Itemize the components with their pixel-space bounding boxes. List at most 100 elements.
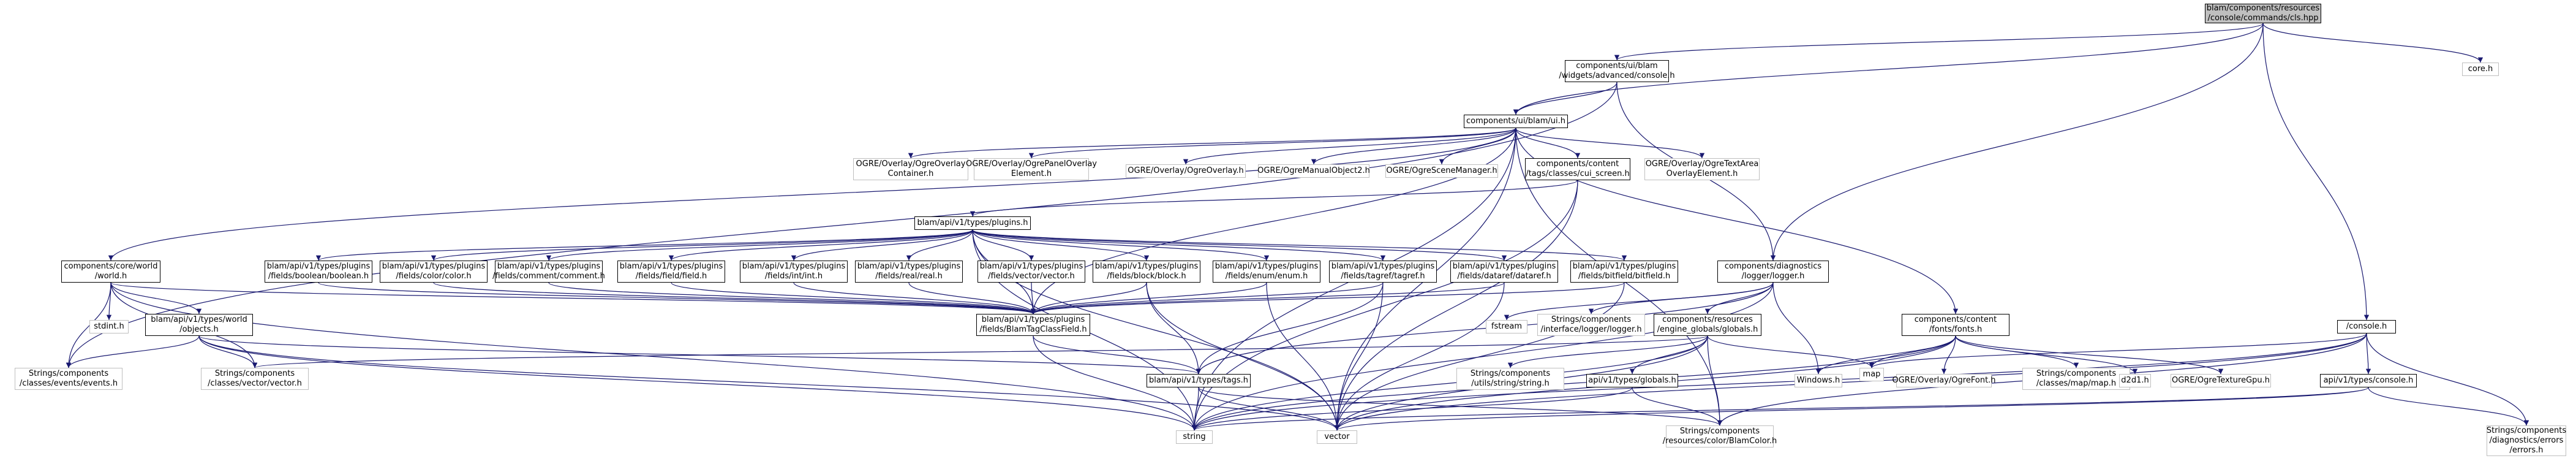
external-include-node: Strings/components /diagnostics/errors /… bbox=[2486, 425, 2567, 456]
documented-file-node[interactable]: blam/api/v1/types/plugins /fields/enum/e… bbox=[1213, 261, 1320, 283]
dependency-edge bbox=[548, 282, 1036, 314]
documented-file-node[interactable]: components/ui/blam /widgets/advanced/con… bbox=[1559, 60, 1675, 82]
documented-file-node[interactable]: blam/api/v1/types/plugins /fields/color/… bbox=[380, 261, 488, 283]
documented-file-node[interactable]: blam/api/v1/types/plugins /fields/datare… bbox=[1450, 261, 1558, 283]
dependency-edge bbox=[1707, 335, 1875, 368]
external-include-node: Windows.h bbox=[1795, 374, 1842, 387]
dependency-edge bbox=[972, 229, 1385, 261]
dependency-edge bbox=[1869, 333, 2367, 368]
documented-file-node[interactable]: /console.h bbox=[2337, 320, 2396, 333]
dependency-edge bbox=[1191, 387, 1633, 431]
dependency-edge bbox=[908, 128, 1516, 159]
external-include-node: OGRE/Overlay/OgreOverlay.h bbox=[1126, 164, 1246, 178]
external-include-node: OGRE/OgreSceneManager.h bbox=[1385, 164, 1498, 178]
dependency-edge bbox=[791, 229, 973, 261]
dependency-edge bbox=[972, 229, 1034, 261]
dependency-edge bbox=[1770, 23, 2264, 261]
dependency-edge bbox=[1588, 282, 1774, 314]
documented-file-node[interactable]: blam/api/v1/types/plugins /fields/boolea… bbox=[265, 261, 372, 283]
dependency-edge bbox=[2365, 333, 2371, 375]
documented-file-node[interactable]: blam/api/v1/types/plugins /fields/commen… bbox=[492, 261, 605, 283]
documented-file-node[interactable]: blam/api/v1/types/plugins /fields/field/… bbox=[617, 261, 725, 283]
dependency-edge bbox=[1941, 335, 1956, 375]
documented-file-node[interactable]: components/resources /engine_globals/glo… bbox=[1654, 314, 1761, 336]
documented-file-node[interactable]: blam/api/v1/types/plugins /fields/BlamTa… bbox=[976, 314, 1090, 336]
dependency-edge bbox=[972, 229, 1150, 261]
external-include-node: string bbox=[1176, 430, 1213, 444]
documented-file-node[interactable]: blam/api/v1/types/plugins /fields/block/… bbox=[1093, 261, 1200, 283]
external-include-node: Strings/components /classes/map/map.h bbox=[2022, 368, 2130, 390]
documented-file-node[interactable]: components/content /fonts/fonts.h bbox=[1902, 314, 2009, 336]
external-include-node: Strings/components /interface/logger/log… bbox=[1537, 314, 1645, 336]
dependency-edge bbox=[198, 335, 258, 368]
dependency-edge bbox=[1192, 387, 2369, 431]
dependency-edge bbox=[316, 229, 973, 261]
documented-file-node[interactable]: blam/api/v1/types/tags.h bbox=[1147, 374, 1251, 387]
documented-file-node[interactable]: blam/api/v1/types/plugins.h bbox=[914, 216, 1031, 230]
dependency-edge bbox=[198, 335, 1197, 431]
dependency-edge bbox=[972, 229, 1627, 261]
dependency-edge bbox=[1334, 180, 1578, 431]
dependency-edge bbox=[908, 282, 1036, 314]
dependency-edge bbox=[1029, 128, 1516, 159]
dependency-edge bbox=[1198, 387, 1340, 431]
root-file-node: blam/components/resources /console/comma… bbox=[2205, 4, 2321, 23]
documented-file-node[interactable]: api/v1/types/globals.h bbox=[1586, 374, 1678, 387]
dependency-edge bbox=[1334, 282, 1625, 431]
dependency-edge bbox=[110, 282, 202, 314]
external-include-node: stdint.h bbox=[89, 320, 129, 333]
dependency-edge bbox=[1515, 128, 1959, 314]
dependency-edge bbox=[318, 282, 1036, 314]
dependency-edge bbox=[972, 229, 1507, 261]
dependency-edge bbox=[1815, 335, 1956, 375]
external-include-node: Strings/components /classes/events/event… bbox=[15, 368, 122, 390]
external-include-node: OGRE/Overlay/OgrePanelOverlay Element.h bbox=[966, 158, 1097, 180]
external-include-node: Strings/components /classes/vector/vecto… bbox=[201, 368, 309, 390]
documented-file-node[interactable]: blam/api/v1/types/plugins /fields/tagref… bbox=[1329, 261, 1437, 283]
dependency-edge bbox=[668, 229, 973, 261]
dependency-edge bbox=[1030, 282, 1384, 314]
dependency-edge bbox=[1191, 180, 1578, 431]
dependency-edge bbox=[1196, 282, 1384, 375]
documented-file-node[interactable]: blam/api/v1/types/plugins /fields/real/r… bbox=[855, 261, 963, 283]
documented-file-node[interactable]: blam/api/v1/types/world /objects.h bbox=[145, 314, 253, 336]
external-include-node: Strings/components /utils/string/string.… bbox=[1456, 368, 1564, 390]
dependency-edge bbox=[433, 282, 1036, 314]
external-include-node: OGRE/Overlay/OgreTextArea OverlayElement… bbox=[1644, 158, 1760, 180]
dependency-edge bbox=[1031, 282, 1625, 314]
documented-file-node[interactable]: components/core/world /world.h bbox=[61, 261, 160, 283]
dependency-edge bbox=[1030, 282, 1036, 314]
documented-file-node[interactable]: components/diagnostics /logger/logger.h bbox=[1717, 261, 1829, 283]
documented-file-node[interactable]: api/v1/types/console.h bbox=[2320, 374, 2417, 387]
dependency-edge bbox=[108, 128, 1516, 261]
dependency-edge bbox=[1191, 387, 1199, 431]
documented-file-node[interactable]: blam/api/v1/types/plugins /fields/bitfie… bbox=[1570, 261, 1678, 283]
dependency-edge bbox=[972, 229, 1270, 261]
external-include-node: d2d1.h bbox=[2119, 374, 2151, 387]
dependency-edge bbox=[1515, 128, 1705, 159]
external-include-node: Strings/components /resources/color/Blam… bbox=[1663, 425, 1777, 448]
documented-file-node[interactable]: components/content /tags/classes/cui_scr… bbox=[1525, 158, 1630, 180]
dependency-edge bbox=[1513, 82, 1618, 115]
external-include-node: vector bbox=[1317, 430, 1357, 444]
dependency-edge bbox=[2368, 387, 2529, 426]
dependency-edge bbox=[546, 229, 973, 261]
dependency-edge bbox=[1183, 128, 1516, 165]
dependency-edge bbox=[1033, 335, 1197, 431]
dependency-edge bbox=[1192, 333, 2367, 431]
dependency-edge bbox=[1191, 282, 1774, 431]
documented-file-node[interactable]: blam/api/v1/types/plugins /fields/vector… bbox=[977, 261, 1085, 283]
dependency-edge bbox=[1614, 23, 2264, 61]
dependency-edge bbox=[110, 282, 1197, 431]
dependency-edge bbox=[1030, 282, 1147, 314]
documented-file-node[interactable]: components/ui/blam/ui.h bbox=[1464, 115, 1568, 128]
dependency-edge bbox=[671, 282, 1036, 314]
documented-file-node[interactable]: blam/api/v1/types/plugins /fields/int/in… bbox=[740, 261, 848, 283]
dependency-edge bbox=[1146, 282, 1202, 375]
dependency-edge bbox=[2366, 333, 2529, 426]
dependency-edge bbox=[1335, 387, 2369, 431]
dependency-edge bbox=[1439, 128, 1516, 165]
external-include-node: core.h bbox=[2462, 63, 2499, 76]
dependency-edge bbox=[110, 282, 1036, 314]
